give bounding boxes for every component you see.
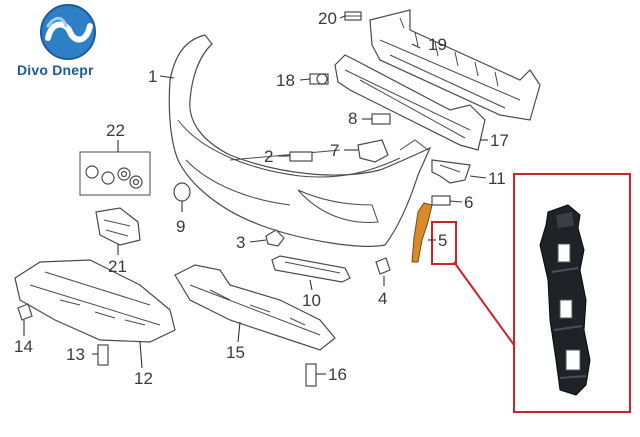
part-bolt-16 <box>305 363 317 387</box>
highlight-box-large <box>513 173 631 413</box>
callout-13: 13 <box>66 345 85 364</box>
callout-19: 19 <box>428 35 447 54</box>
callout-22: 22 <box>106 121 125 140</box>
part-bolt-6 <box>431 195 451 206</box>
callout-3: 3 <box>236 233 245 252</box>
part-bumper-beam <box>369 9 541 121</box>
part-bolt-13 <box>97 344 109 366</box>
callout-18: 18 <box>276 71 295 90</box>
part-lower-deflector <box>174 264 336 351</box>
part-clip-bracket <box>95 207 141 246</box>
part-clip-3 <box>265 229 285 247</box>
leader-lines <box>23 15 488 375</box>
callout-17: 17 <box>490 131 509 150</box>
callout-8: 8 <box>348 109 357 128</box>
highlight-connector-line <box>453 261 515 346</box>
bracket-photo <box>539 204 591 396</box>
callout-2: 2 <box>264 147 273 166</box>
callout-10: 10 <box>302 291 321 310</box>
callout-11: 11 <box>488 169 506 188</box>
brand-logo-text: Divo Dnepr <box>17 62 94 78</box>
part-side-bracket <box>431 159 471 184</box>
callout-9: 9 <box>176 217 185 236</box>
callout-21: 21 <box>108 257 127 276</box>
brand-logo-icon <box>40 4 96 60</box>
part-clip-kit <box>79 151 151 196</box>
part-bolt-2 <box>289 151 313 162</box>
callout-7: 7 <box>330 141 339 160</box>
callout-15: 15 <box>226 343 245 362</box>
part-bolt-8 <box>371 113 391 125</box>
part-under-cover <box>14 259 176 343</box>
part-bolt-20 <box>344 11 362 21</box>
callout-12: 12 <box>134 369 153 388</box>
highlight-box-small <box>431 221 457 265</box>
part-clip-14 <box>17 303 33 321</box>
part-clip-4 <box>375 257 391 275</box>
part-clip-18 <box>309 73 329 85</box>
part-bumper-cover <box>168 34 432 247</box>
callout-6: 6 <box>464 193 473 212</box>
part-energy-absorber <box>334 54 486 151</box>
part-bracket-7 <box>357 139 389 163</box>
callout-14: 14 <box>14 337 33 356</box>
part-cap-9 <box>173 182 191 202</box>
callout-1: 1 <box>148 67 157 86</box>
callout-4: 4 <box>378 289 387 308</box>
part-bumper-bracket-highlighted <box>411 202 433 263</box>
callout-20: 20 <box>318 9 337 28</box>
part-lower-grille <box>271 255 351 283</box>
callout-5: 5 <box>438 231 447 250</box>
callout-16: 16 <box>328 365 347 384</box>
